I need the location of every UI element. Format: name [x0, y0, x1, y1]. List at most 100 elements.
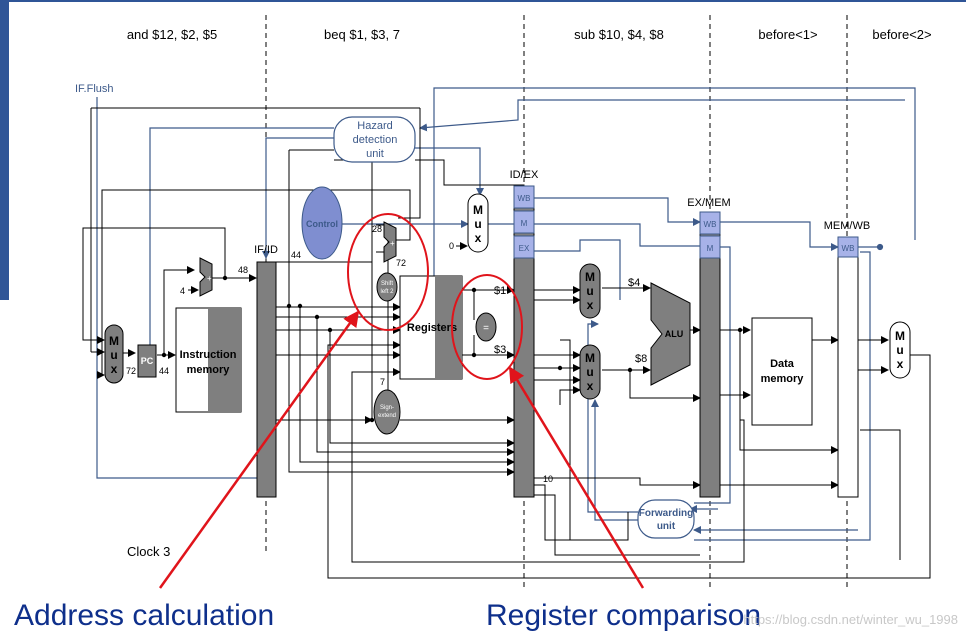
stage-id-instruction: beq $1, $3, 7: [324, 27, 400, 42]
stage-if-instruction: and $12, $2, $5: [127, 27, 217, 42]
data-memory: [751, 317, 813, 426]
mem-wb-label: MEM/WB: [824, 220, 870, 232]
svg-text:x: x: [587, 379, 594, 393]
svg-text:u: u: [110, 348, 117, 362]
pc-value: 44: [159, 366, 169, 376]
svg-text:M: M: [109, 334, 119, 348]
svg-text:EX: EX: [519, 244, 530, 253]
control-mux: M u x: [467, 193, 489, 253]
alu-mux-b: M u x: [579, 344, 601, 400]
svg-text:unit: unit: [366, 148, 384, 160]
control-unit: [301, 186, 343, 260]
alu: [650, 282, 691, 386]
svg-text:u: u: [474, 217, 481, 231]
id-ex-register: WB M EX: [513, 185, 535, 498]
reg-label-3: $3: [494, 344, 506, 356]
mem-wb-register: WB: [837, 236, 859, 498]
if-flush-label: IF.Flush: [75, 83, 114, 95]
branch-adder-plus: +: [390, 239, 395, 248]
svg-text:x: x: [587, 298, 594, 312]
stage-mem-instruction: before<1>: [758, 27, 817, 42]
hazard-detection-unit: Hazard detection unit: [333, 116, 416, 163]
alu-input-reg-8: $8: [635, 353, 647, 365]
stage-wb-instruction: before<2>: [872, 27, 931, 42]
svg-text:u: u: [586, 284, 593, 298]
blue-control-wiring: [96, 87, 916, 541]
sign-label-line1: Sign-: [380, 405, 394, 411]
shift-left-2: [376, 272, 398, 302]
if-id-label: IF/ID: [254, 244, 278, 256]
clock-label: Clock 3: [127, 544, 170, 559]
svg-text:Instruction: Instruction: [180, 349, 237, 361]
id-ex-label: ID/EX: [510, 169, 539, 181]
comparator-symbol: =: [483, 323, 489, 334]
pc-register: [137, 344, 157, 378]
svg-text:u: u: [896, 343, 903, 357]
forwarding-label-line2: unit: [657, 521, 676, 532]
pc-adder: [199, 257, 213, 297]
data-memory-line1: Data: [770, 358, 795, 370]
svg-text:WB: WB: [518, 194, 531, 203]
alu-input-reg-4: $4: [628, 277, 640, 289]
if-id-register: [256, 261, 277, 498]
instruction-memory: Instruction memory: [175, 307, 242, 413]
junction-dots: [161, 275, 743, 423]
sign-extend: [373, 389, 401, 435]
control-mux-zero: 0: [449, 241, 454, 251]
svg-text:M: M: [585, 351, 595, 365]
branch-adder-in-value: 28: [372, 224, 382, 234]
register-compare-arrow: [508, 366, 645, 589]
reg-label-1: $1: [494, 285, 506, 297]
adder-plus-sign: +: [207, 274, 212, 283]
data-memory-line2: memory: [761, 373, 805, 385]
watermark: https://blog.csdn.net/winter_wu_1998: [743, 612, 958, 627]
svg-text:detection: detection: [353, 134, 398, 146]
forwarding-label-line1: Forwarding: [639, 508, 693, 519]
red-annotations: [158, 213, 645, 589]
alu-label: ALU: [665, 329, 684, 339]
svg-text:WB: WB: [704, 220, 717, 229]
svg-text:Registers: Registers: [407, 322, 457, 334]
svg-text:M: M: [521, 219, 528, 228]
pc-increment-four: 4: [180, 286, 185, 296]
shift-label-line2: left 2: [380, 289, 394, 295]
address-calculation-label: Address calculation: [14, 599, 274, 632]
datapath-wiring: [82, 107, 931, 579]
ex-mem-register: WB M: [699, 211, 721, 498]
sign-extend-input-value: 7: [380, 377, 385, 387]
register-file: Registers: [399, 275, 463, 380]
branch-adder-out-value: 72: [396, 258, 406, 268]
svg-text:M: M: [585, 270, 595, 284]
address-calc-highlight: [347, 213, 429, 331]
svg-text:M: M: [473, 203, 483, 217]
stage-ex-instruction: sub $10, $4, $8: [574, 27, 664, 42]
pc-mux: M u x: [104, 324, 124, 384]
pc-plus-four-value: 48: [238, 265, 248, 275]
svg-text:M: M: [707, 244, 714, 253]
pc-label: PC: [141, 356, 154, 366]
forwarding-unit: [637, 499, 695, 539]
rd-field-value: 10: [543, 474, 553, 484]
branch-adder: [383, 221, 397, 263]
svg-text:x: x: [475, 231, 482, 245]
svg-text:Hazard: Hazard: [357, 120, 392, 132]
control-label: Control: [306, 219, 338, 229]
svg-text:x: x: [111, 362, 118, 376]
svg-text:u: u: [586, 365, 593, 379]
wb-mux: M u x: [889, 321, 911, 379]
equality-comparator: [475, 312, 497, 342]
svg-text:M: M: [895, 329, 905, 343]
slide-left-accent-bar: [0, 0, 9, 300]
shift-label-line1: Shift: [381, 281, 393, 287]
address-calc-arrow: [158, 310, 360, 589]
alu-mux-a: M u x: [579, 263, 601, 319]
svg-text:x: x: [897, 357, 904, 371]
pc-mux-value: 72: [126, 366, 136, 376]
register-compare-highlight: [451, 274, 523, 380]
if-id-value: 44: [291, 250, 301, 260]
ex-mem-label: EX/MEM: [687, 197, 730, 209]
sign-label-line2: extend: [378, 413, 396, 419]
svg-text:memory: memory: [187, 364, 231, 376]
register-comparison-label: Register comparison: [486, 599, 761, 632]
